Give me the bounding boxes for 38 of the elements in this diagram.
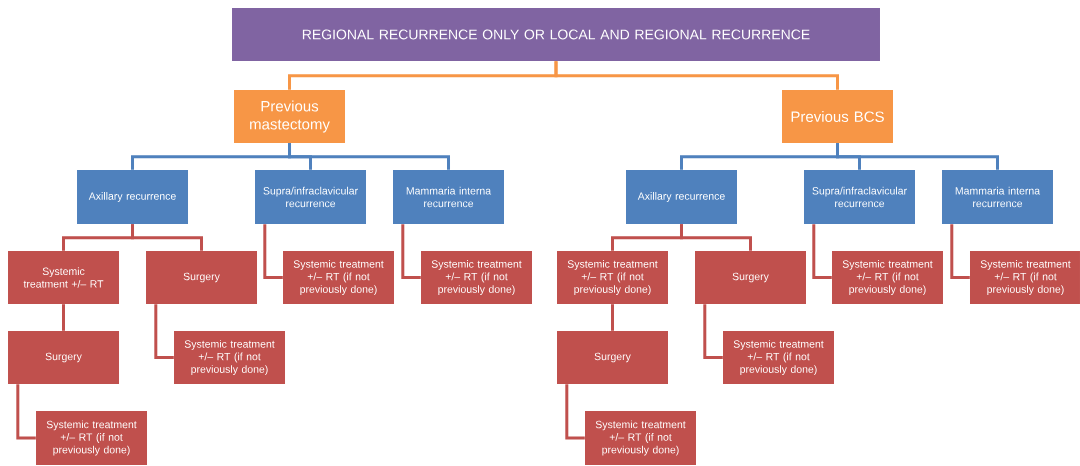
treatment-box: Systemic treatment +/– RT (if not previously done)	[970, 251, 1080, 304]
category-box: Previous BCS	[782, 90, 893, 143]
connector	[565, 384, 585, 440]
treatment-box: Systemic treatment +/– RT (if not previously done)	[36, 411, 147, 465]
treatment-box: Surgery	[8, 331, 119, 384]
connector	[950, 224, 970, 279]
connector	[62, 304, 65, 331]
recurrence-box: Axillary recurrence	[626, 170, 737, 224]
treatment-box: Systemic treatment +/– RT	[8, 251, 119, 304]
connector	[812, 224, 832, 279]
treatment-box: Surgery	[695, 251, 806, 304]
treatment-box: Systemic treatment +/– RT (if not previously done)	[585, 411, 696, 465]
connector	[401, 224, 421, 279]
connector	[836, 143, 999, 170]
connector	[16, 384, 36, 440]
heading-box: REGIONAL RECURRENCE ONLY OR LOCAL AND REGIONAL RECURRENCE	[232, 8, 880, 61]
connector	[131, 224, 203, 251]
connector	[554, 61, 839, 90]
treatment-box: Systemic treatment +/– RT (if not previously done)	[283, 251, 394, 304]
recurrence-box: Mammaria interna recurrence	[393, 170, 504, 224]
recurrence-box: Axillary recurrence	[77, 170, 188, 224]
treatment-box: Systemic treatment +/– RT (if not previously done)	[557, 251, 668, 304]
connector	[680, 224, 752, 251]
recurrence-box: Supra/infraclavicular recurrence	[804, 170, 915, 224]
treatment-box: Systemic treatment +/– RT (if not previously done)	[723, 331, 834, 384]
connector	[703, 304, 723, 359]
connector	[263, 224, 283, 279]
recurrence-box: Mammaria interna recurrence	[942, 170, 1053, 224]
treatment-box: Surgery	[557, 331, 668, 384]
treatment-box: Systemic treatment +/– RT (if not previously done)	[174, 331, 285, 384]
connector	[288, 143, 450, 170]
treatment-box: Surgery	[146, 251, 257, 304]
recurrence-box: Supra/infraclavicular recurrence	[255, 170, 366, 224]
category-box: Previous mastectomy	[234, 90, 345, 143]
connector	[154, 304, 174, 359]
treatment-box: Systemic treatment +/– RT (if not previously done)	[832, 251, 943, 304]
connector	[611, 304, 614, 331]
treatment-box: Systemic treatment +/– RT (if not previously done)	[421, 251, 532, 304]
